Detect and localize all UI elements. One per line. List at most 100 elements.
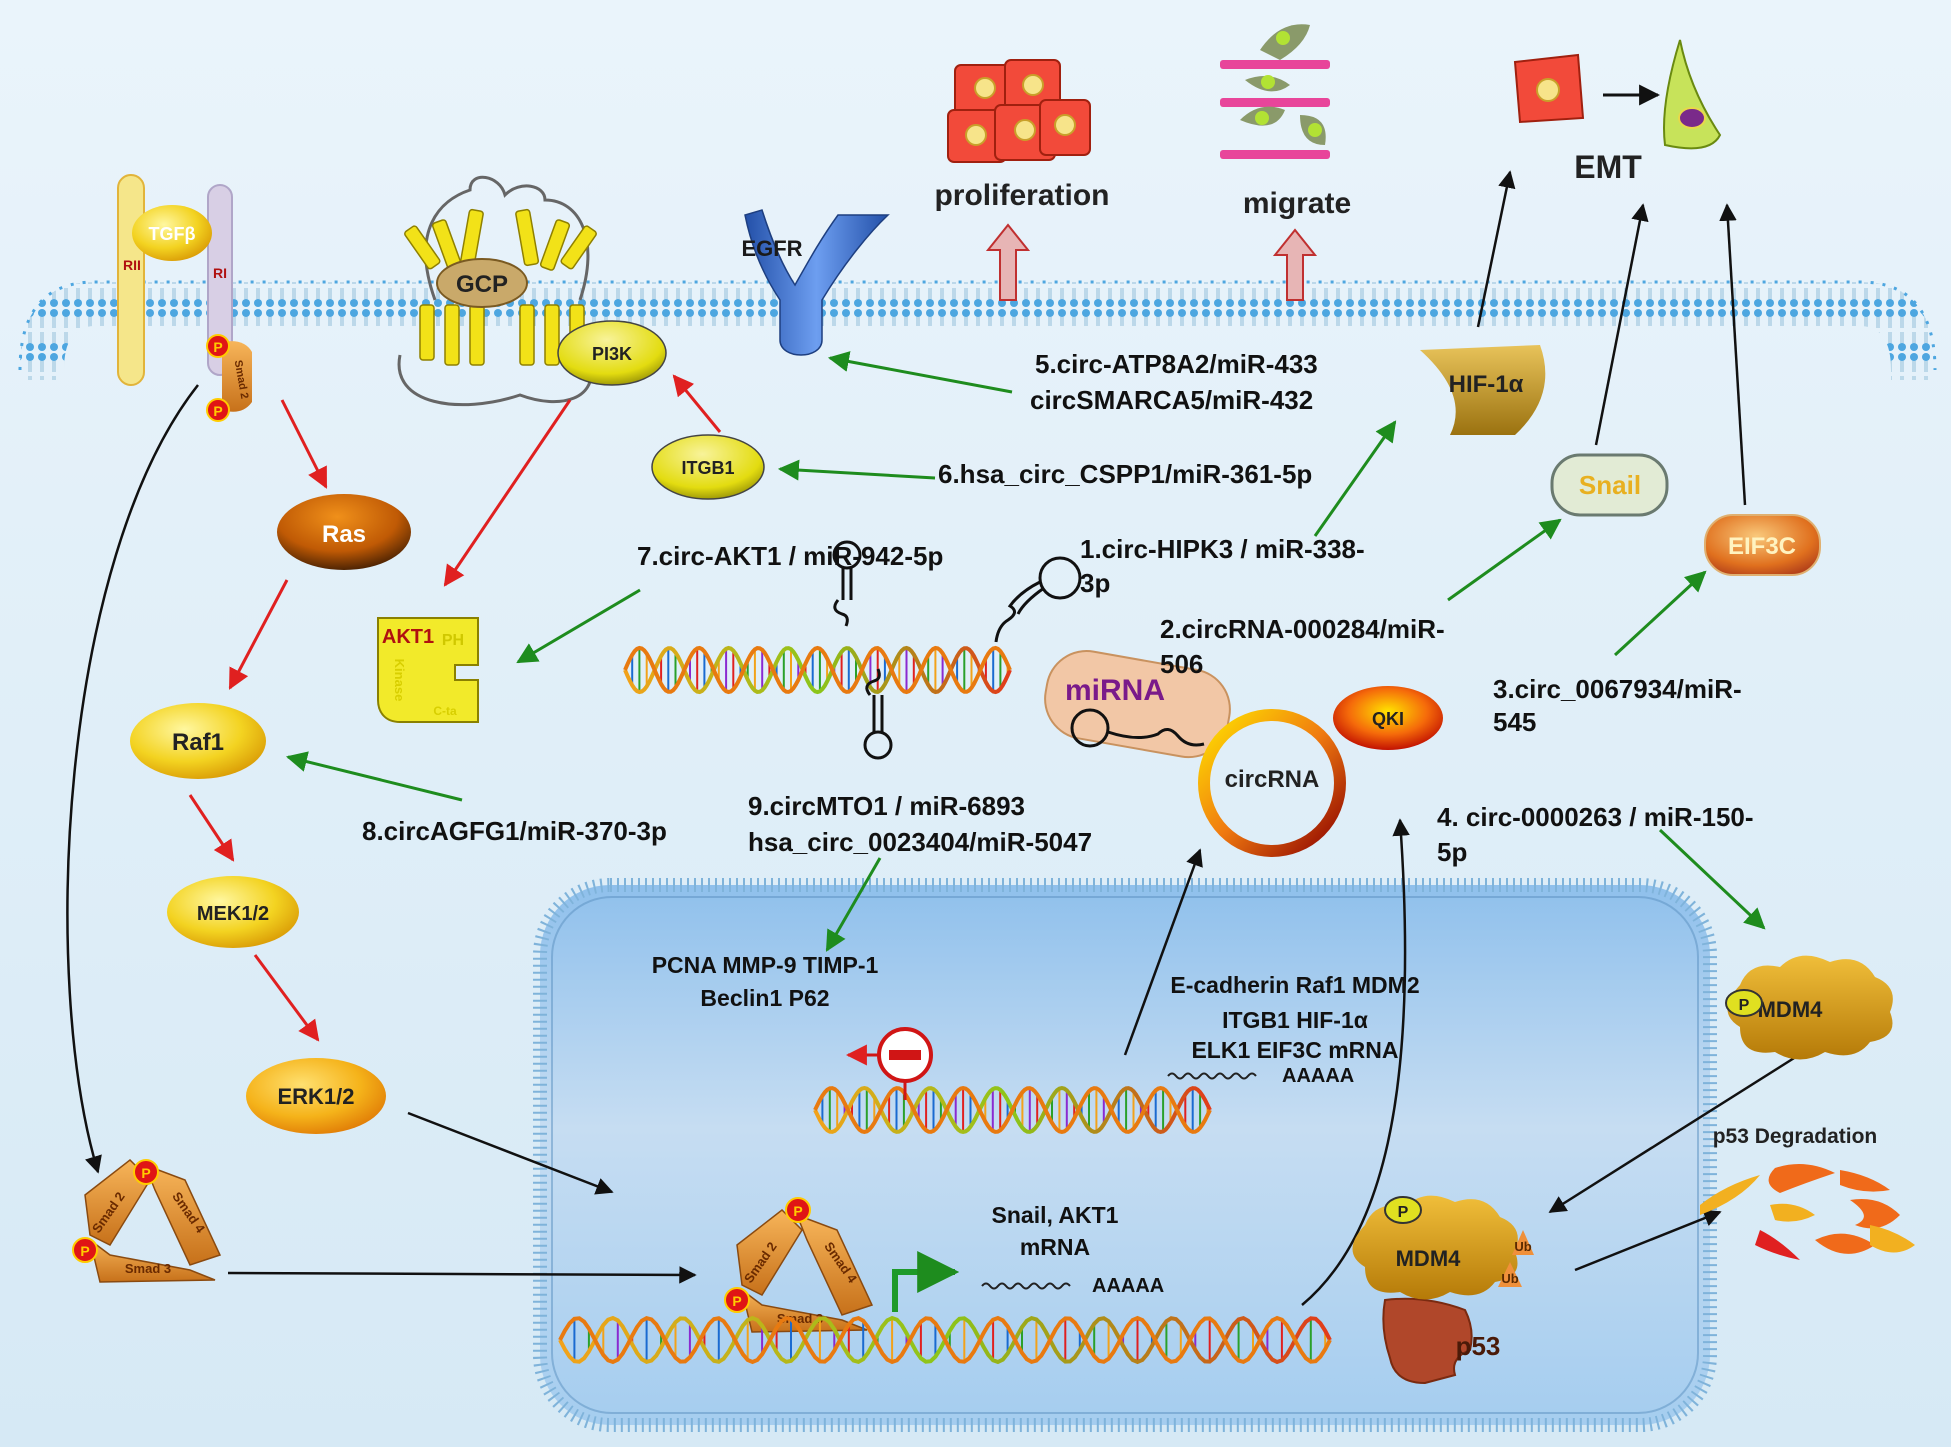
svg-text:Ub: Ub xyxy=(1514,1239,1531,1254)
snail-akt-line1: Snail, AKT1 xyxy=(992,1202,1119,1228)
egfr-receptor: EGFR xyxy=(741,209,890,356)
svg-text:Kinase: Kinase xyxy=(392,659,407,702)
pi3k-node: PI3K xyxy=(557,320,667,386)
phospho-label: P xyxy=(213,403,222,419)
svg-text:ITGB1: ITGB1 xyxy=(681,458,734,478)
polya-tail-2: AAAAA xyxy=(1092,1275,1164,1297)
circ3-label-line1: 3.circ_0067934/miR- xyxy=(1493,674,1742,704)
circ2-label-line2: 506 xyxy=(1160,649,1203,679)
svg-text:P: P xyxy=(1398,1204,1409,1221)
mrna-genes-line1: E-cadherin Raf1 MDM2 xyxy=(1170,972,1419,998)
regulation-arrows xyxy=(66,170,1811,1306)
svg-text:MDM4: MDM4 xyxy=(1396,1246,1462,1271)
circ3-label-line2: 545 xyxy=(1493,707,1536,737)
circ2-label-line1: 2.circRNA-000284/miR- xyxy=(1160,614,1445,644)
circ8-label: 8.circAGFG1/miR-370-3p xyxy=(362,816,667,846)
itgb1-node: ITGB1 xyxy=(651,434,765,500)
circrna-label: circRNA xyxy=(1225,766,1320,793)
svg-text:PH: PH xyxy=(442,632,464,649)
circ6-label: 6.hsa_circ_CSPP1/miR-361-5p xyxy=(938,459,1312,489)
snail-akt-line2: mRNA xyxy=(1020,1234,1090,1260)
svg-text:Ras: Ras xyxy=(322,521,366,548)
proliferation-label: proliferation xyxy=(934,179,1109,212)
ras-node: Ras xyxy=(277,494,411,570)
migration-cells-icon xyxy=(1220,24,1330,159)
svg-text:ERK1/2: ERK1/2 xyxy=(277,1084,354,1109)
erk-node: ERK1/2 xyxy=(246,1058,386,1134)
proliferation-up-arrow xyxy=(985,223,1031,301)
mrna-genes-line3: ELK1 EIF3C mRNA xyxy=(1191,1037,1398,1063)
svg-text:p53: p53 xyxy=(1456,1331,1501,1361)
svg-text:HIF-1α: HIF-1α xyxy=(1449,371,1524,398)
dna-helix-nucleus-lower xyxy=(558,1315,1332,1365)
migration-up-arrow xyxy=(1272,228,1318,301)
svg-text:P: P xyxy=(793,1203,802,1219)
tgfb-ligand xyxy=(132,205,212,261)
transcription-start-arrow xyxy=(892,1251,960,1312)
circ1-label-line2: 3p xyxy=(1080,568,1110,598)
dna-layer xyxy=(558,645,1332,1365)
mrna-wiggle-1 xyxy=(1167,1072,1257,1080)
target-genes-line2: Beclin1 P62 xyxy=(700,985,829,1011)
mrna-genes-line2: ITGB1 HIF-1α xyxy=(1222,1007,1368,1033)
svg-text:Snail: Snail xyxy=(1579,470,1641,500)
svg-text:P: P xyxy=(732,1293,741,1309)
activation-arrows xyxy=(188,374,722,1042)
snail-node: Snail xyxy=(1550,453,1669,517)
svg-text:Smad 3: Smad 3 xyxy=(777,1311,823,1326)
phospho-label: P xyxy=(213,339,222,355)
circ4-label-line1: 4. circ-0000263 / miR-150- xyxy=(1437,802,1754,832)
circ7-label: 7.circ-AKT1 / miR-942-5p xyxy=(637,541,943,571)
svg-text:MEK1/2: MEK1/2 xyxy=(197,903,269,925)
svg-text:P: P xyxy=(1739,997,1750,1014)
circ9-label-line1: 9.circMTO1 / miR-6893 xyxy=(748,791,1025,821)
phospho-badge xyxy=(206,398,230,422)
smad-complex-nucleus: Smad 2 Smad 4 Smad 3 P P xyxy=(724,1197,874,1333)
nucleus-gene-labels: PCNA MMP-9 TIMP-1 Beclin1 P62 E-cadherin… xyxy=(652,952,1420,1260)
proliferation-cells-icon xyxy=(947,59,1091,163)
target-genes-line1: PCNA MMP-9 TIMP-1 xyxy=(652,952,879,978)
gcp-protein: GCP xyxy=(397,175,597,407)
svg-text:QKI: QKI xyxy=(1372,709,1404,729)
circ5-label-line1: 5.circ-ATP8A2/miR-433 xyxy=(1035,349,1318,379)
akt1-node: AKT1 PH Kinase C-ta xyxy=(377,617,479,723)
svg-text:P: P xyxy=(141,1165,150,1181)
rii-label: RII xyxy=(123,257,141,273)
gcp-label: GCP xyxy=(456,271,508,298)
svg-text:MDM4: MDM4 xyxy=(1758,997,1824,1022)
migrate-label: migrate xyxy=(1243,187,1351,220)
raf1-node: Raf1 xyxy=(130,703,266,779)
svg-text:C-ta: C-ta xyxy=(433,704,457,718)
svg-text:PI3K: PI3K xyxy=(592,344,632,364)
svg-text:P: P xyxy=(80,1243,89,1259)
mirna-hairpins xyxy=(832,540,1082,760)
tgfb-label: TGFβ xyxy=(149,224,196,244)
p53-degradation-label: p53 Degradation xyxy=(1713,1125,1878,1148)
inhibition-symbol xyxy=(845,1027,933,1100)
emt-label: EMT xyxy=(1574,149,1642,185)
mdm4-p53-complex: MDM4 P p53 Ub Ub xyxy=(1352,1195,1534,1385)
dna-helix-cytoplasm xyxy=(623,645,1012,695)
smad2-receptor-bound xyxy=(222,341,252,412)
mirna-circrna-complex: miRNA circRNA xyxy=(1044,650,1346,857)
mrna-wiggle-2 xyxy=(981,1282,1071,1290)
circrna-ring xyxy=(1198,709,1346,857)
hif1a-node: HIF-1α xyxy=(1420,345,1546,435)
plasma-membrane xyxy=(18,280,1937,380)
mek-node: MEK1/2 xyxy=(167,876,299,948)
qki-node: QKI xyxy=(1333,686,1443,750)
circ1-label-line1: 1.circ-HIPK3 / miR-338- xyxy=(1080,534,1365,564)
circ5-label-line2: circSMARCA5/miR-432 xyxy=(1030,385,1313,415)
mdm4-node: MDM4 P xyxy=(1725,955,1893,1060)
egfr-label: EGFR xyxy=(741,236,802,261)
svg-text:EIF3C: EIF3C xyxy=(1728,533,1796,560)
svg-text:AKT1: AKT1 xyxy=(382,626,434,648)
tgfb-receptor: TGFβ RII RI Smad 2 P P xyxy=(117,174,252,422)
emt-cells-icon xyxy=(1513,39,1722,150)
eif3c-node: EIF3C xyxy=(1704,514,1821,576)
mirna-label: miRNA xyxy=(1065,674,1165,707)
circrna-axis-labels: 5.circ-ATP8A2/miR-433 circSMARCA5/miR-43… xyxy=(362,349,1754,867)
svg-text:Smad 3: Smad 3 xyxy=(125,1261,171,1276)
dna-helix-nucleus-upper xyxy=(813,1085,1212,1135)
